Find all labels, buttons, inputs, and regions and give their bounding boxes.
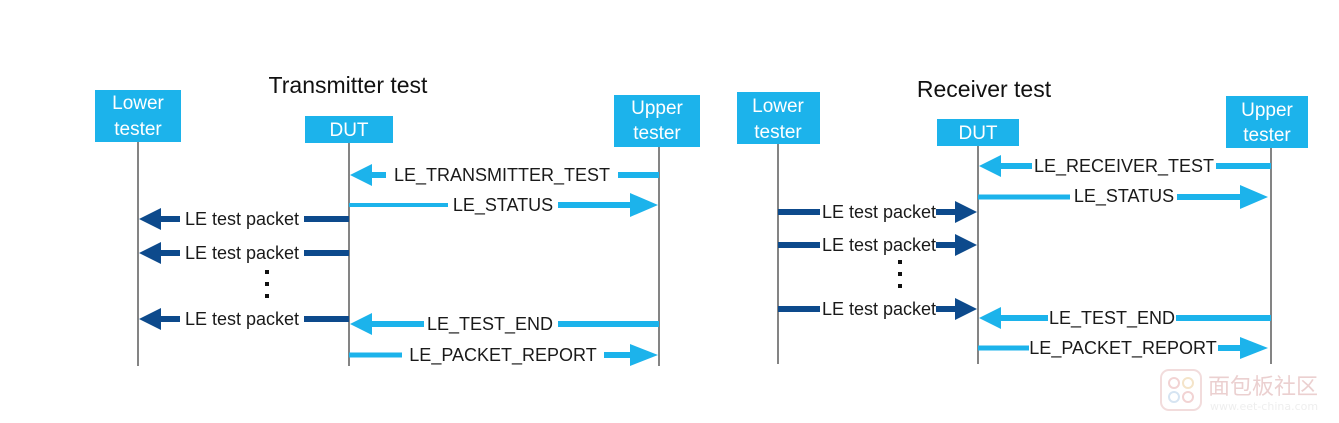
msg-label: LE test packet [822,202,936,222]
msg-label: LE_TRANSMITTER_TEST [394,165,610,186]
upper-tester-label-line1: Upper [1241,100,1293,121]
msg-label: LE_PACKET_REPORT [1029,338,1216,359]
watermark-text: 面包板社区 [1208,375,1318,400]
dut-label: DUT [958,123,997,144]
upper-tester-box [1226,96,1308,148]
msg-le-status: LE_STATUS [978,185,1268,209]
dut-box [305,116,393,143]
dut-label: DUT [329,120,368,141]
msg-le-test-packet-3: LE test packet [778,298,977,320]
msg-label: LE test packet [185,309,299,329]
msg-le-packet-report: LE_PACKET_REPORT [978,337,1268,359]
msg-label: LE_STATUS [1074,186,1174,207]
msg-le-test-packet-1: LE test packet [139,208,349,230]
upper-tester-label-line2: tester [633,123,681,144]
msg-label: LE test packet [822,235,936,255]
msg-le-test-end: LE_TEST_END [350,313,659,335]
lower-tester-label-line2: tester [754,122,802,143]
lower-tester-box [95,90,181,142]
dut-box [937,119,1019,146]
upper-tester-label-line2: tester [1243,125,1291,146]
receiver-test-title: Receiver test [917,76,1052,102]
watermark: 面包板社区 www.eet-china.com [1160,369,1318,413]
msg-le-receiver-test: LE_RECEIVER_TEST [979,155,1271,177]
msg-le-test-packet-2: LE test packet [778,234,977,256]
transmitter-test-title: Transmitter test [269,72,429,98]
msg-label: LE_RECEIVER_TEST [1034,156,1214,177]
lower-tester-label-line2: tester [114,119,162,140]
upper-tester-box [614,95,700,147]
msg-label: LE test packet [185,209,299,229]
msg-le-status: LE_STATUS [349,193,658,217]
upper-tester-label-line1: Upper [631,98,683,119]
msg-le-test-packet-1: LE test packet [778,201,977,223]
msg-label: LE_PACKET_REPORT [409,345,596,366]
lower-tester-box [737,92,820,144]
lower-tester-label-line1: Lower [752,96,804,117]
ellipsis-dots [898,260,902,288]
lower-tester-label-line1: Lower [112,93,164,114]
msg-le-packet-report: LE_PACKET_REPORT [349,344,658,366]
receiver-test-panel: Receiver test Lower tester DUT Upper tes… [737,76,1308,364]
msg-label: LE_TEST_END [1049,308,1175,329]
watermark-logo-icon [1160,369,1202,411]
msg-le-test-packet-3: LE test packet [139,308,349,330]
watermark-subtext: www.eet-china.com [1210,400,1318,413]
msg-label: LE_STATUS [453,195,553,216]
msg-le-test-end: LE_TEST_END [979,307,1271,329]
msg-label: LE test packet [185,243,299,263]
transmitter-test-panel: Transmitter test Lower tester DUT Upper … [95,72,700,366]
msg-le-transmitter-test: LE_TRANSMITTER_TEST [350,164,659,186]
msg-label: LE_TEST_END [427,314,553,335]
msg-label: LE test packet [822,299,936,319]
ellipsis-dots [265,270,269,298]
msg-le-test-packet-2: LE test packet [139,242,349,264]
